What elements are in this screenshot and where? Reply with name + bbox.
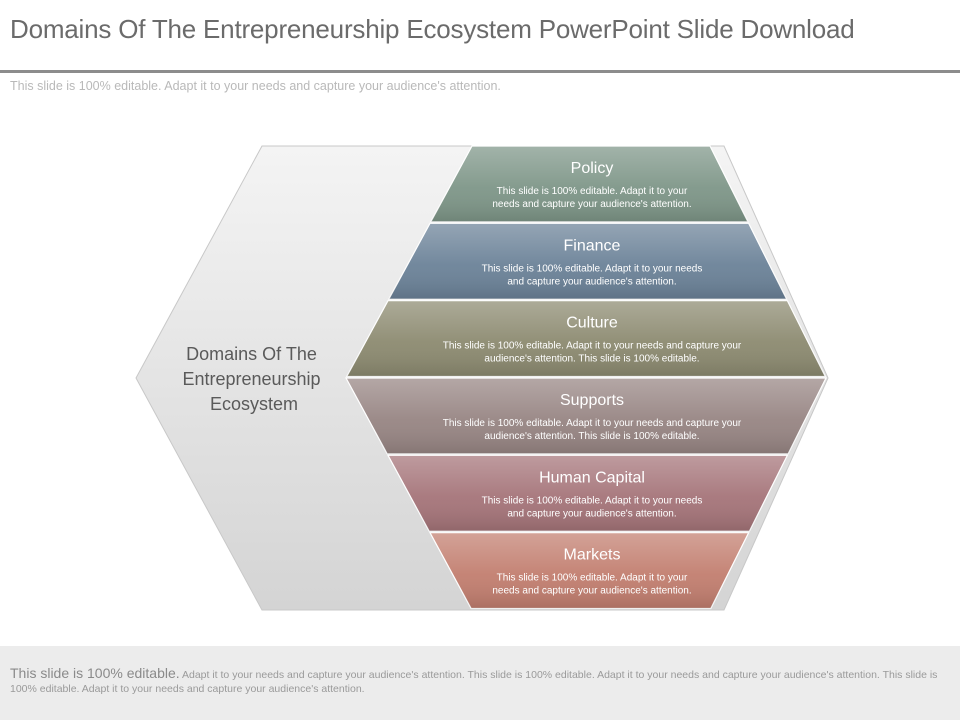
- slide-title: Domains Of The Entrepreneurship Ecosyste…: [10, 14, 855, 44]
- band-shading: [430, 146, 748, 222]
- band-description: needs and capture your audience's attent…: [492, 586, 691, 597]
- band-title: Supports: [560, 392, 624, 409]
- band-description: This slide is 100% editable. Adapt it to…: [497, 573, 688, 584]
- band-description: This slide is 100% editable. Adapt it to…: [482, 495, 703, 506]
- band-title: Markets: [564, 547, 621, 564]
- band-description: and capture your audience's attention.: [507, 276, 676, 287]
- band-description: This slide is 100% editable. Adapt it to…: [443, 418, 742, 429]
- band-shading: [430, 532, 749, 609]
- band-description: This slide is 100% editable. Adapt it to…: [497, 186, 688, 197]
- footer-lead: This slide is 100% editable.: [10, 665, 180, 681]
- slide-subtitle: This slide is 100% editable. Adapt it to…: [10, 79, 501, 93]
- band-shading: [346, 300, 826, 377]
- footer-note: This slide is 100% editable. Adapt it to…: [0, 646, 960, 720]
- footer-text: Adapt it to your needs and capture your …: [10, 669, 938, 695]
- band-description: audience's attention. This slide is 100%…: [484, 431, 699, 442]
- band-shading: [388, 223, 787, 300]
- band-shading: [388, 455, 788, 532]
- band-description: This slide is 100% editable. Adapt it to…: [443, 341, 742, 352]
- band-description: This slide is 100% editable. Adapt it to…: [482, 263, 703, 274]
- band-description: needs and capture your audience's attent…: [492, 199, 691, 210]
- band-description: audience's attention. This slide is 100%…: [484, 354, 699, 365]
- title-divider: [0, 70, 960, 73]
- band-title: Culture: [566, 315, 618, 332]
- band-shading: [346, 378, 826, 454]
- band-description: and capture your audience's attention.: [507, 508, 676, 519]
- band-title: Finance: [564, 237, 621, 254]
- band-title: Human Capital: [539, 469, 645, 486]
- center-label: Domains Of The Entrepreneurship Ecosyste…: [182, 344, 325, 414]
- band-title: Policy: [571, 160, 614, 177]
